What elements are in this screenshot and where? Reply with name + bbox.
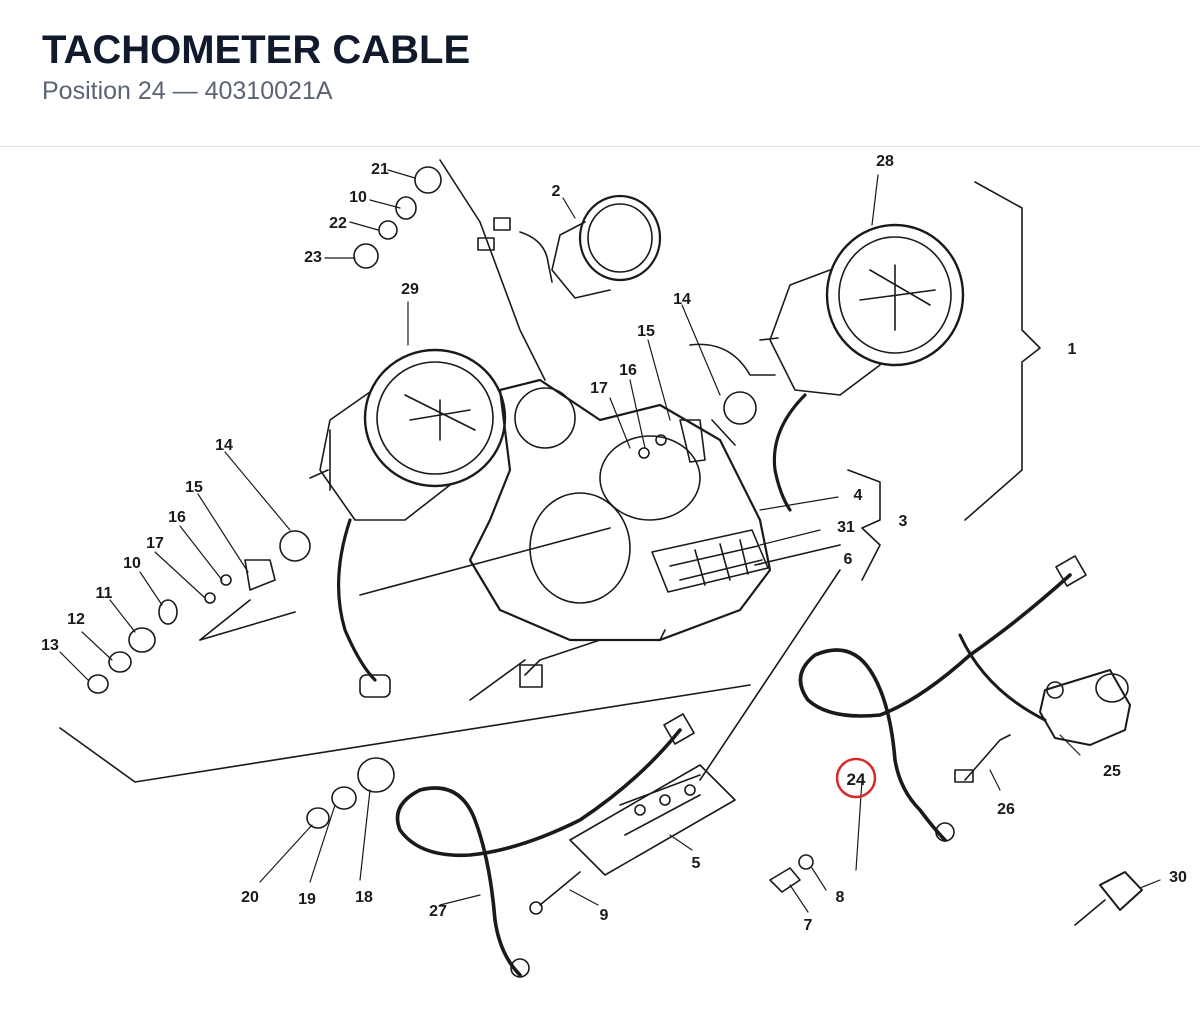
bracket-plate-5 [569,764,736,876]
part-label-12: 12 [67,611,85,628]
assembly-bracket-1 [847,181,1041,581]
page-title: TACHOMETER CABLE [42,28,471,72]
part-label-5: 5 [692,855,701,872]
part-label-6: 6 [844,551,853,568]
grommets-21-23 [353,166,442,269]
part-label-20: 20 [241,889,259,906]
tachometer-gauge-28 [759,223,965,512]
ignition-switch-25 [954,633,1131,783]
indicator-panel-31 [651,529,769,593]
page-subtitle: Position 24 — 40310021A [42,77,333,105]
part-label-9: 9 [600,907,609,924]
part-label-28: 28 [876,153,894,170]
gauge-2 [477,194,662,299]
part-label-11: 11 [96,585,113,602]
instrument-housing-4 [468,378,772,688]
part-label-24: 24 [847,770,866,789]
part-label-7: 7 [804,917,813,934]
part-label-27: 27 [429,903,447,920]
speedometer-cable-27 [395,713,695,978]
page-header: TACHOMETER CABLE Position 24 — 40310021A [0,0,1200,147]
part-label-1: 1 [1068,341,1077,358]
part-label-19: 19 [298,891,316,908]
part-label-17-right: 17 [590,380,608,397]
grommets-18-20 [306,757,395,829]
part-label-8: 8 [836,889,845,906]
tachometer-cable-24 [798,555,1087,842]
part-label-10-top: 10 [349,189,367,206]
part-label-23: 23 [304,249,322,266]
part-label-21: 21 [371,161,389,178]
part-label-25: 25 [1103,763,1121,780]
part-label-14-right: 14 [673,291,691,308]
part-label-14-left: 14 [215,437,233,454]
part-label-4: 4 [854,487,863,504]
part-label-31: 31 [837,519,855,536]
part-label-29: 29 [401,281,419,298]
highlight-ring [835,757,877,799]
leader-lines [59,169,1161,913]
part-label-30: 30 [1169,869,1187,886]
part-label-17-left: 17 [146,535,164,552]
part-label-22: 22 [329,215,347,232]
guide-lines [59,159,841,783]
screw-9 [529,871,581,915]
part-label-3: 3 [899,513,908,530]
part-label-15-left: 15 [185,479,203,496]
part-label-16-left: 16 [168,509,186,526]
part-label-16-right: 16 [619,362,637,379]
bulb-socket-7-8 [769,854,814,893]
part-label-15-right: 15 [637,323,655,340]
key-30 [1074,871,1143,926]
part-label-13: 13 [41,637,59,654]
bulb-holders-14-17 [638,343,776,463]
part-label-10-left: 10 [123,555,141,572]
speedometer-gauge-29 [309,348,507,698]
part-label-2: 2 [552,183,561,200]
part-label-18: 18 [355,889,373,906]
grommets-10-13 [87,530,311,694]
part-label-26: 26 [997,801,1015,818]
exploded-parts-diagram: 1 2 3 4 5 6 7 8 9 10 10 11 12 13 14 14 1… [41,153,1187,978]
